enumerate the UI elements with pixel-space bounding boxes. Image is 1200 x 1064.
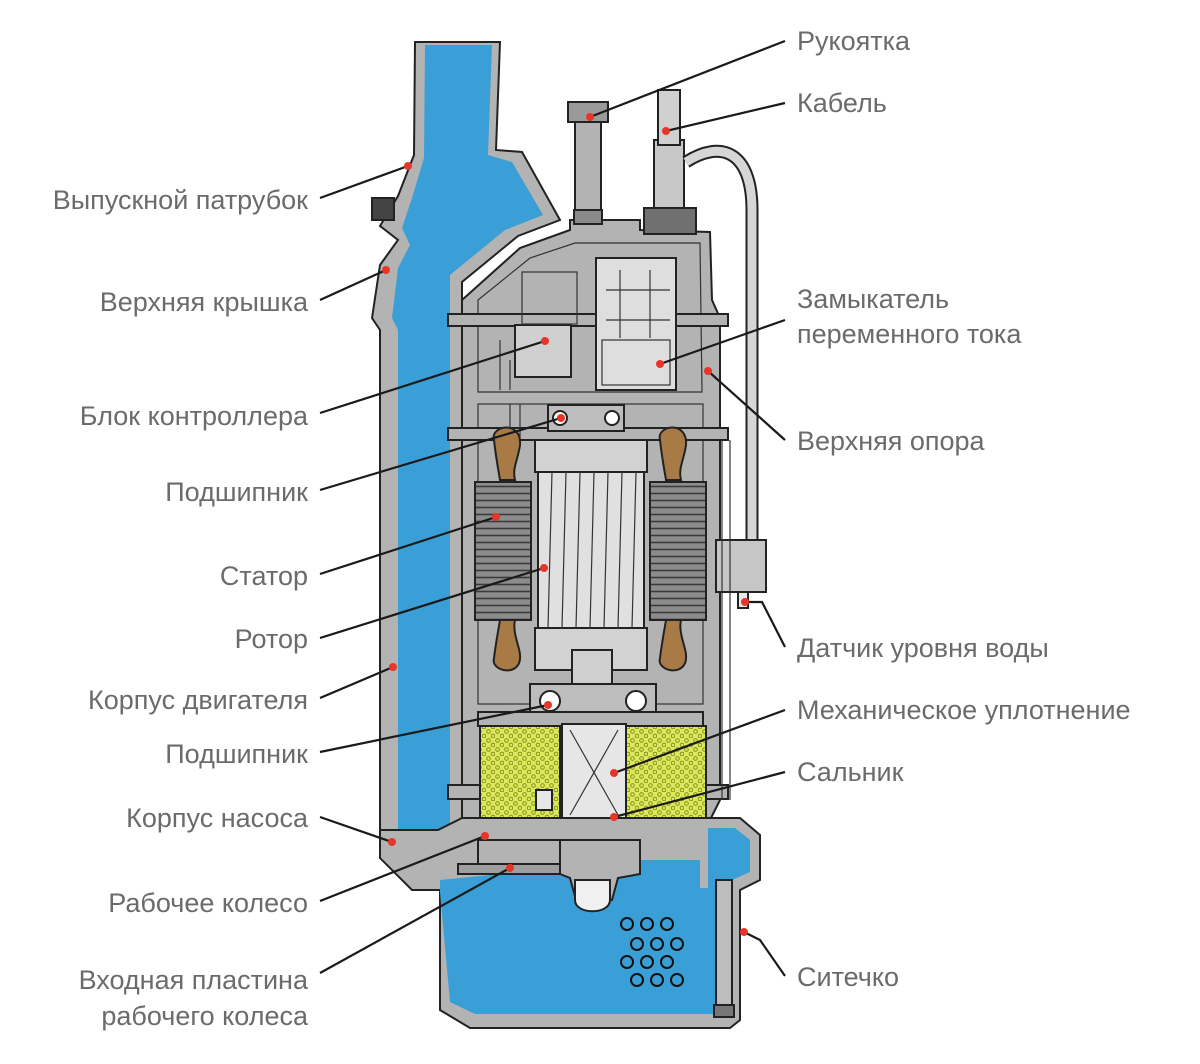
leader-lines	[319, 39, 786, 977]
outlet-bolt	[371, 197, 395, 221]
discharge-water-channel	[392, 45, 543, 870]
label-impeller-plate-line1: Входная пластина	[79, 965, 309, 995]
handle-grip	[567, 101, 609, 123]
winding-lower-right	[658, 619, 688, 672]
label-upper-support: Верхняя опора	[797, 426, 986, 456]
controller-compartment	[477, 242, 703, 393]
label-controller: Блок контроллера	[80, 401, 309, 431]
winding-lower-left	[492, 619, 522, 672]
sensor-cable-inner	[683, 146, 757, 540]
handle-base	[573, 209, 603, 225]
label-pump-housing: Корпус насоса	[126, 803, 309, 833]
labels-left: Выпускной патрубок Верхняя крышка Блок к…	[53, 185, 309, 1031]
ac-contactor	[595, 257, 677, 391]
rotor-bars	[547, 471, 637, 629]
marker-dots	[382, 113, 749, 936]
labels-right: Рукоятка Кабель Замыкатель переменного т…	[797, 26, 1131, 992]
label-outlet: Выпускной патрубок	[53, 185, 308, 215]
upper-flange	[447, 313, 729, 327]
rotor-end-top	[534, 439, 648, 473]
controller-unit-top	[521, 271, 578, 325]
water-level-sensor	[715, 539, 767, 593]
controller-block	[514, 324, 572, 378]
handle-shaft	[574, 109, 602, 223]
strainer-bolt-nut	[713, 1004, 735, 1018]
label-mech-seal: Механическое уплотнение	[797, 695, 1131, 725]
label-top-cover: Верхняя крышка	[100, 287, 309, 317]
cable-clamp	[643, 207, 697, 235]
label-motor-housing: Корпус двигателя	[88, 685, 308, 715]
strainer-holes	[620, 917, 684, 987]
winding-upper-left	[492, 426, 522, 481]
label-bearing-upper: Подшипник	[165, 477, 308, 507]
impeller-nut	[574, 879, 611, 913]
stator-left	[474, 481, 532, 621]
label-impeller: Рабочее колесо	[108, 888, 308, 918]
ac-contactor-body	[601, 339, 671, 386]
winding-upper-right	[658, 426, 688, 481]
label-strainer: Ситечко	[797, 962, 899, 992]
label-impeller-plate-line2: рабочего колеса	[101, 1001, 309, 1031]
label-level-sensor: Датчик уровня воды	[797, 633, 1049, 663]
label-contactor-line1: Замыкатель	[797, 284, 949, 314]
label-cable: Кабель	[797, 88, 887, 118]
label-handle: Рукоятка	[797, 26, 911, 56]
label-bearing-lower: Подшипник	[165, 739, 308, 769]
label-rotor: Ротор	[235, 624, 308, 654]
label-oil-seal: Сальник	[797, 757, 904, 787]
oil-plug	[535, 789, 553, 811]
label-contactor-line2: переменного тока	[797, 319, 1022, 349]
pump-side-wall	[700, 828, 708, 888]
label-stator: Статор	[220, 561, 308, 591]
cable-upper	[657, 89, 681, 146]
strainer-bolt	[715, 879, 733, 1011]
stator-right	[649, 481, 707, 621]
pump-illustration	[370, 41, 767, 1029]
